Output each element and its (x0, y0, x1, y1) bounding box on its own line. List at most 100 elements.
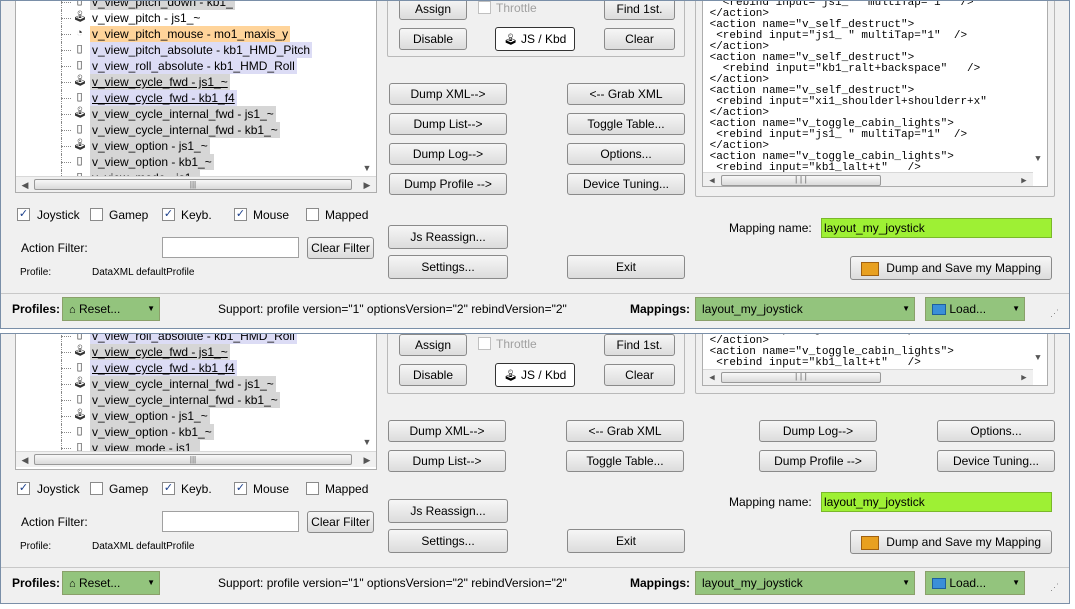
load-dropdown[interactable]: Load... ▼ (925, 297, 1025, 321)
action-tree[interactable]: ▯v_view_roll_absolute - kb1_HMD_Roll🕹v_v… (15, 334, 377, 470)
dump-profile-button[interactable]: Dump Profile --> (389, 173, 507, 195)
scroll-right-arrow[interactable]: ▶ (363, 455, 371, 465)
js-kbd-toggle-button[interactable]: 🕹 JS / Kbd (495, 363, 575, 387)
clear-button[interactable]: Clear (604, 28, 675, 50)
tree-item[interactable]: ▯v_view_cycle_fwd - kb1_f4 (16, 90, 356, 106)
load-dropdown[interactable]: Load... ▼ (925, 571, 1025, 595)
dump-xml-button[interactable]: Dump XML--> (388, 420, 506, 442)
mouse-checkbox[interactable]: ✓ (234, 482, 247, 495)
disable-button[interactable]: Disable (399, 364, 467, 386)
tree-hscrollbar[interactable]: ◀ ||| ▶ (16, 176, 376, 192)
scroll-right-arrow[interactable]: ▶ (363, 180, 371, 190)
scroll-left-arrow[interactable]: ◀ (709, 176, 715, 186)
clear-filter-button[interactable]: Clear Filter (307, 511, 374, 533)
tree-item[interactable]: 🕹v_view_cycle_internal_fwd - js1_~ (16, 106, 356, 122)
scroll-left-arrow[interactable]: ◀ (21, 455, 29, 465)
settings-button[interactable]: Settings... (388, 529, 508, 553)
dump-save-mapping-button[interactable]: Dump and Save my Mapping (850, 256, 1052, 280)
dump-log-button[interactable]: Dump Log--> (389, 143, 507, 165)
keyb-checkbox[interactable]: ✓ (162, 482, 175, 495)
tree-item[interactable]: 🕹v_view_cycle_fwd - js1_~ (16, 74, 356, 90)
scroll-right-arrow[interactable]: ▶ (1021, 373, 1027, 383)
xml-scroll-down-arrow[interactable]: ▼ (1035, 353, 1041, 363)
tree-item[interactable]: 🕹v_view_cycle_internal_fwd - js1_~ (16, 376, 356, 392)
mapped-checkbox[interactable] (306, 208, 319, 221)
xml-view[interactable]: <rebind input="js1_ " multiTap="1" /> </… (702, 334, 1048, 386)
js-reassign-button[interactable]: Js Reassign... (388, 499, 508, 523)
exit-button[interactable]: Exit (567, 255, 685, 279)
mapping-name-input[interactable]: layout_my_joystick (821, 218, 1052, 238)
resize-grip-icon[interactable]: ⋰ (1050, 308, 1059, 318)
clear-button[interactable]: Clear (604, 364, 675, 386)
assign-button[interactable]: Assign (399, 334, 467, 356)
tree-item[interactable]: ▯v_view_pitch_down - kb1_ (16, 1, 356, 10)
profiles-reset-dropdown[interactable]: ⌂ Reset... ▼ (62, 571, 160, 595)
profiles-reset-dropdown[interactable]: ⌂ Reset... ▼ (62, 297, 160, 321)
assign-button[interactable]: Assign (399, 1, 467, 20)
mappings-dropdown[interactable]: layout_my_joystick ▼ (695, 571, 915, 595)
keyb-checkbox[interactable]: ✓ (162, 208, 175, 221)
tree-item[interactable]: ▯v_view_pitch_absolute - kb1_HMD_Pitch (16, 42, 356, 58)
js-kbd-toggle-button[interactable]: 🕹 JS / Kbd (495, 27, 575, 51)
grab-xml-button[interactable]: <-- Grab XML (567, 83, 685, 105)
exit-button[interactable]: Exit (567, 529, 685, 553)
tree-scroll-down-arrow[interactable]: ▼ (362, 163, 372, 173)
grab-xml-button[interactable]: <-- Grab XML (566, 420, 684, 442)
find-first-button[interactable]: Find 1st. (604, 1, 675, 20)
mouse-checkbox[interactable]: ✓ (234, 208, 247, 221)
tree-item[interactable]: 🕹v_view_pitch - js1_~ (16, 10, 356, 26)
action-filter-input[interactable] (162, 511, 299, 532)
device-tuning-button[interactable]: Device Tuning... (937, 450, 1055, 472)
tree-item[interactable]: ▯v_view_cycle_internal_fwd - kb1_~ (16, 392, 356, 408)
dump-xml-button[interactable]: Dump XML--> (389, 83, 507, 105)
xml-hscrollbar[interactable]: ◀ ||| ▶ (703, 369, 1033, 385)
scroll-thumb[interactable]: ||| (34, 454, 352, 465)
gamep-checkbox[interactable] (90, 208, 103, 221)
action-filter-input[interactable] (162, 237, 299, 258)
toggle-table-button[interactable]: Toggle Table... (567, 113, 685, 135)
tree-scroll-down-arrow[interactable]: ▼ (362, 437, 372, 447)
scroll-left-arrow[interactable]: ◀ (21, 180, 29, 190)
options-button[interactable]: Options... (937, 420, 1055, 442)
tree-item[interactable]: 🕹v_view_option - js1_~ (16, 408, 356, 424)
mapped-checkbox[interactable] (306, 482, 319, 495)
tree-item[interactable]: ▯v_view_option - kb1_~ (16, 424, 356, 440)
dump-list-button[interactable]: Dump List--> (388, 450, 506, 472)
find-first-button[interactable]: Find 1st. (604, 334, 675, 356)
scroll-thumb[interactable]: ||| (721, 372, 881, 383)
scroll-thumb[interactable]: ||| (34, 179, 352, 190)
throttle-checkbox[interactable] (478, 337, 491, 350)
disable-button[interactable]: Disable (399, 28, 467, 50)
scroll-thumb[interactable]: ||| (721, 175, 881, 186)
scroll-left-arrow[interactable]: ◀ (709, 373, 715, 383)
tree-item[interactable]: ▯v_view_cycle_internal_fwd - kb1_~ (16, 122, 356, 138)
mapping-name-input[interactable]: layout_my_joystick (821, 492, 1052, 512)
resize-grip-icon[interactable]: ⋰ (1050, 582, 1059, 592)
dump-profile-button[interactable]: Dump Profile --> (759, 450, 877, 472)
tree-item[interactable]: ▯v_view_roll_absolute - kb1_HMD_Roll (16, 58, 356, 74)
options-button[interactable]: Options... (567, 143, 685, 165)
joystick-checkbox[interactable]: ✓ (17, 208, 30, 221)
tree-item[interactable]: ▯v_view_cycle_fwd - kb1_f4 (16, 360, 356, 376)
scroll-right-arrow[interactable]: ▶ (1021, 176, 1027, 186)
mappings-dropdown[interactable]: layout_my_joystick ▼ (695, 297, 915, 321)
js-reassign-button[interactable]: Js Reassign... (388, 225, 508, 249)
tree-item[interactable]: 🕹v_view_cycle_fwd - js1_~ (16, 344, 356, 360)
xml-view[interactable]: <rebind input="js1_ " multiTap="1" /> </… (702, 1, 1048, 187)
clear-filter-button[interactable]: Clear Filter (307, 237, 374, 259)
dump-save-mapping-button[interactable]: Dump and Save my Mapping (850, 530, 1052, 554)
xml-scroll-down-arrow[interactable]: ▼ (1035, 154, 1041, 164)
xml-hscrollbar[interactable]: ◀ ||| ▶ (703, 172, 1033, 186)
dump-log-button[interactable]: Dump Log--> (759, 420, 877, 442)
tree-hscrollbar[interactable]: ◀ ||| ▶ (16, 451, 376, 467)
toggle-table-button[interactable]: Toggle Table... (566, 450, 684, 472)
throttle-checkbox[interactable] (478, 1, 491, 14)
joystick-checkbox[interactable]: ✓ (17, 482, 30, 495)
gamep-checkbox[interactable] (90, 482, 103, 495)
device-tuning-button[interactable]: Device Tuning... (567, 173, 685, 195)
settings-button[interactable]: Settings... (388, 255, 508, 279)
tree-item[interactable]: 🕹v_view_option - js1_~ (16, 138, 356, 154)
tree-item[interactable]: ◔v_view_pitch_mouse - mo1_maxis_y (16, 26, 356, 42)
dump-list-button[interactable]: Dump List--> (389, 113, 507, 135)
tree-item[interactable]: ▯v_view_roll_absolute - kb1_HMD_Roll (16, 334, 356, 344)
